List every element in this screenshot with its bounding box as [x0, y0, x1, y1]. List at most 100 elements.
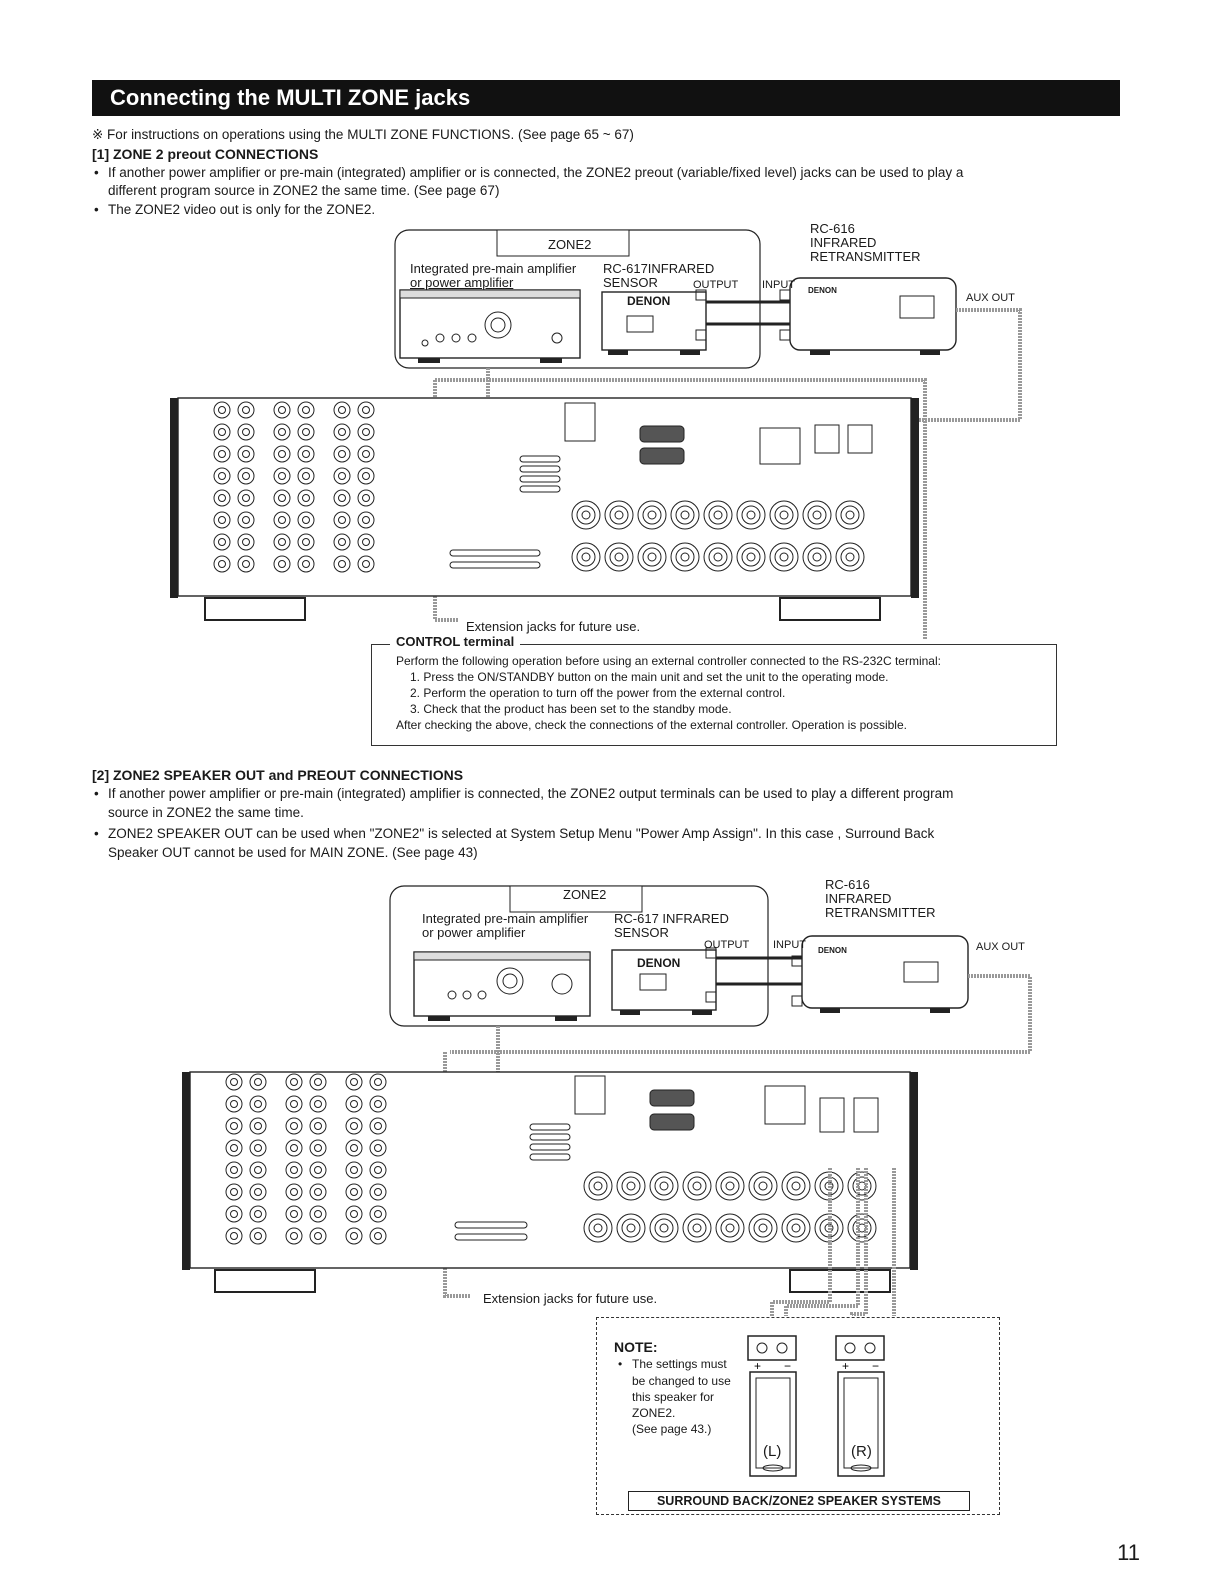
speaker-terminal — [637, 500, 667, 530]
surround-back-speakers: +− +− — [747, 1335, 885, 1477]
rca-jack — [369, 1139, 387, 1157]
speaker-terminal — [703, 542, 733, 572]
rca-jack — [345, 1227, 363, 1245]
d2-aux-out-label: AUX OUT — [976, 941, 1025, 953]
rca-jack — [357, 533, 375, 551]
rca-jack — [285, 1227, 303, 1245]
speaker-terminal — [649, 1171, 679, 1201]
rca-jack — [357, 445, 375, 463]
rc616-retransmitter-icon — [801, 935, 969, 1009]
d1-sensor-label-2: SENSOR — [603, 275, 658, 290]
control-line-0: Perform the following operation before u… — [396, 654, 941, 668]
svg-text:−: − — [872, 1359, 879, 1373]
rca-jack — [249, 1183, 267, 1201]
rca-jack — [273, 533, 291, 551]
d2-input-label: INPUT — [773, 939, 806, 951]
d1-input-label: INPUT — [762, 279, 795, 291]
rca-jack — [297, 489, 315, 507]
rca-jack — [345, 1183, 363, 1201]
d2-retransmitter-brand: DENON — [818, 946, 847, 955]
rca-jack — [237, 445, 255, 463]
d1-sensor-brand: DENON — [627, 294, 671, 308]
rca-jack — [237, 489, 255, 507]
rca-jack — [285, 1117, 303, 1135]
rc617-sensor-icon — [601, 291, 707, 351]
speaker-terminal — [748, 1213, 778, 1243]
speaker-terminal — [649, 1213, 679, 1243]
section1-heading: [1] ZONE 2 preout CONNECTIONS — [92, 146, 319, 162]
rca-jack — [213, 511, 231, 529]
rca-jack — [273, 489, 291, 507]
rca-jack — [369, 1183, 387, 1201]
rca-jack — [357, 489, 375, 507]
rca-jack — [237, 533, 255, 551]
right-speaker-icon — [837, 1371, 885, 1477]
rca-jack — [249, 1117, 267, 1135]
rca-jack — [309, 1183, 327, 1201]
d1-retransmitter-brand: DENON — [808, 286, 837, 295]
d2-extension-label: Extension jacks for future use. — [483, 1291, 658, 1306]
left-speaker-icon — [749, 1371, 797, 1477]
control-line-4: After checking the above, check the conn… — [396, 718, 907, 732]
rc617-sensor-icon — [611, 949, 717, 1011]
note-title: NOTE: — [614, 1339, 658, 1355]
rca-jack — [345, 1139, 363, 1157]
rca-jack — [225, 1095, 243, 1113]
rca-jack — [333, 489, 351, 507]
d2-sensor-label-1: RC-617 INFRARED — [614, 911, 729, 926]
rca-jack — [333, 555, 351, 573]
speaker-terminal — [847, 1213, 877, 1243]
section2-heading: [2] ZONE2 SPEAKER OUT and PREOUT CONNECT… — [92, 767, 464, 783]
control-step-2: 2. Perform the operation to turn off the… — [410, 686, 786, 700]
speaker-terminal — [781, 1213, 811, 1243]
amplifier-icon — [413, 951, 591, 1017]
rca-jack — [345, 1117, 363, 1135]
rca-jack — [333, 467, 351, 485]
rca-jack — [309, 1139, 327, 1157]
speaker-terminal — [682, 1171, 712, 1201]
speaker-terminal — [769, 500, 799, 530]
rca-jack — [237, 467, 255, 485]
d2-zone2-label: ZONE2 — [563, 887, 607, 902]
amplifier-icon — [399, 289, 581, 359]
note-line-1: The settings must — [618, 1356, 727, 1372]
speaker-terminal — [802, 542, 832, 572]
speaker-terminal — [583, 1171, 613, 1201]
speaker-terminal — [604, 500, 634, 530]
note-line-5: (See page 43.) — [632, 1422, 712, 1436]
speaker-terminal — [670, 542, 700, 572]
rca-jack — [285, 1183, 303, 1201]
right-speaker-label: (R) — [851, 1443, 872, 1460]
rca-jack — [309, 1205, 327, 1223]
speaker-terminal — [847, 1171, 877, 1201]
rca-jack — [297, 423, 315, 441]
rca-jack — [369, 1095, 387, 1113]
rca-jack — [333, 445, 351, 463]
rca-jack — [237, 401, 255, 419]
note-line-3: this speaker for — [632, 1390, 715, 1404]
section1-bullet2: The ZONE2 video out is only for the ZONE… — [94, 201, 375, 219]
rca-jack — [273, 555, 291, 573]
control-step-3: 3. Check that the product has been set t… — [410, 702, 732, 716]
rca-jack — [297, 445, 315, 463]
rca-jack — [249, 1161, 267, 1179]
d1-extension-label: Extension jacks for future use. — [466, 619, 641, 634]
aux-out-cable — [450, 974, 1032, 1054]
d1-rc616-label-1: RC-616 — [810, 221, 855, 236]
rca-jack — [237, 423, 255, 441]
d2-amp-label-1: Integrated pre-main amplifier — [422, 911, 589, 926]
speaker-terminal — [715, 1171, 745, 1201]
control-terminal-title: CONTROL terminal — [390, 634, 521, 649]
rca-jack — [273, 401, 291, 419]
page-banner-title: Connecting the MULTI ZONE jacks — [92, 80, 1120, 116]
rca-jack — [213, 445, 231, 463]
zone2-speaker-out-diagram — [182, 885, 1032, 1316]
page-number: 11 — [1117, 1540, 1140, 1565]
rca-jack — [249, 1139, 267, 1157]
rca-jack — [285, 1205, 303, 1223]
rca-jack — [249, 1073, 267, 1091]
d1-aux-out-label: AUX OUT — [966, 292, 1015, 304]
rca-jack — [297, 511, 315, 529]
rca-jack — [357, 423, 375, 441]
rca-jack — [297, 467, 315, 485]
